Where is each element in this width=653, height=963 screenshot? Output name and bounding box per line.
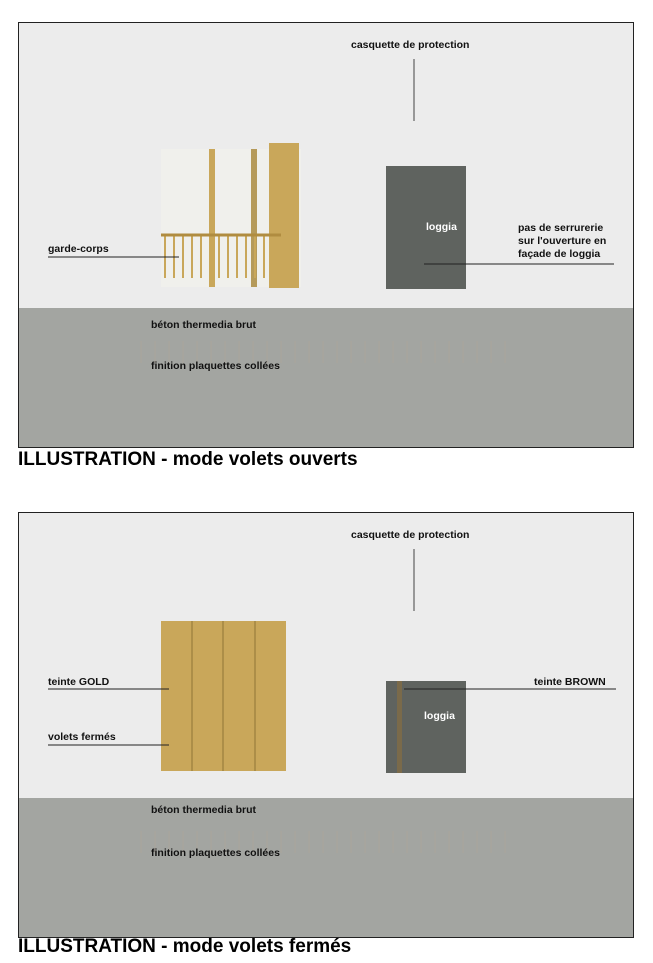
label-railing: garde-corps [48, 243, 109, 255]
note-line: façade de loggia [518, 248, 601, 260]
label-concrete: béton thermedia brut [151, 319, 257, 331]
label-concrete: béton thermedia brut [151, 804, 257, 816]
label-tiles: finition plaquettes collées [151, 360, 280, 372]
label-gold: teinte GOLD [48, 676, 110, 688]
note-line: pas de serrurerie [518, 222, 604, 234]
building [19, 308, 633, 447]
illustration-open-shutters: casquette de protection garde-corps logg… [18, 22, 634, 448]
building [19, 798, 633, 937]
label-roof: casquette de protection [351, 529, 470, 541]
loggia [386, 166, 466, 289]
note-line: sur l'ouverture en [518, 235, 607, 247]
label-tiles: finition plaquettes collées [151, 847, 280, 859]
illustration-closed-shutters: casquette de protection teinte GOLD vole… [18, 512, 634, 938]
label-note: pas de serrurerie sur l'ouverture en faç… [518, 222, 606, 261]
caption-open: ILLUSTRATION - mode volets ouverts [18, 449, 358, 470]
label-roof: casquette de protection [351, 39, 470, 51]
label-loggia: loggia [426, 221, 457, 233]
label-shutters: volets fermés [48, 731, 116, 743]
caption-closed: ILLUSTRATION - mode volets fermés [18, 936, 352, 957]
label-brown: teinte BROWN [534, 676, 606, 688]
building-render-open [19, 59, 633, 447]
railing [164, 235, 274, 278]
label-loggia: loggia [424, 710, 455, 722]
building-render-closed [19, 549, 633, 937]
